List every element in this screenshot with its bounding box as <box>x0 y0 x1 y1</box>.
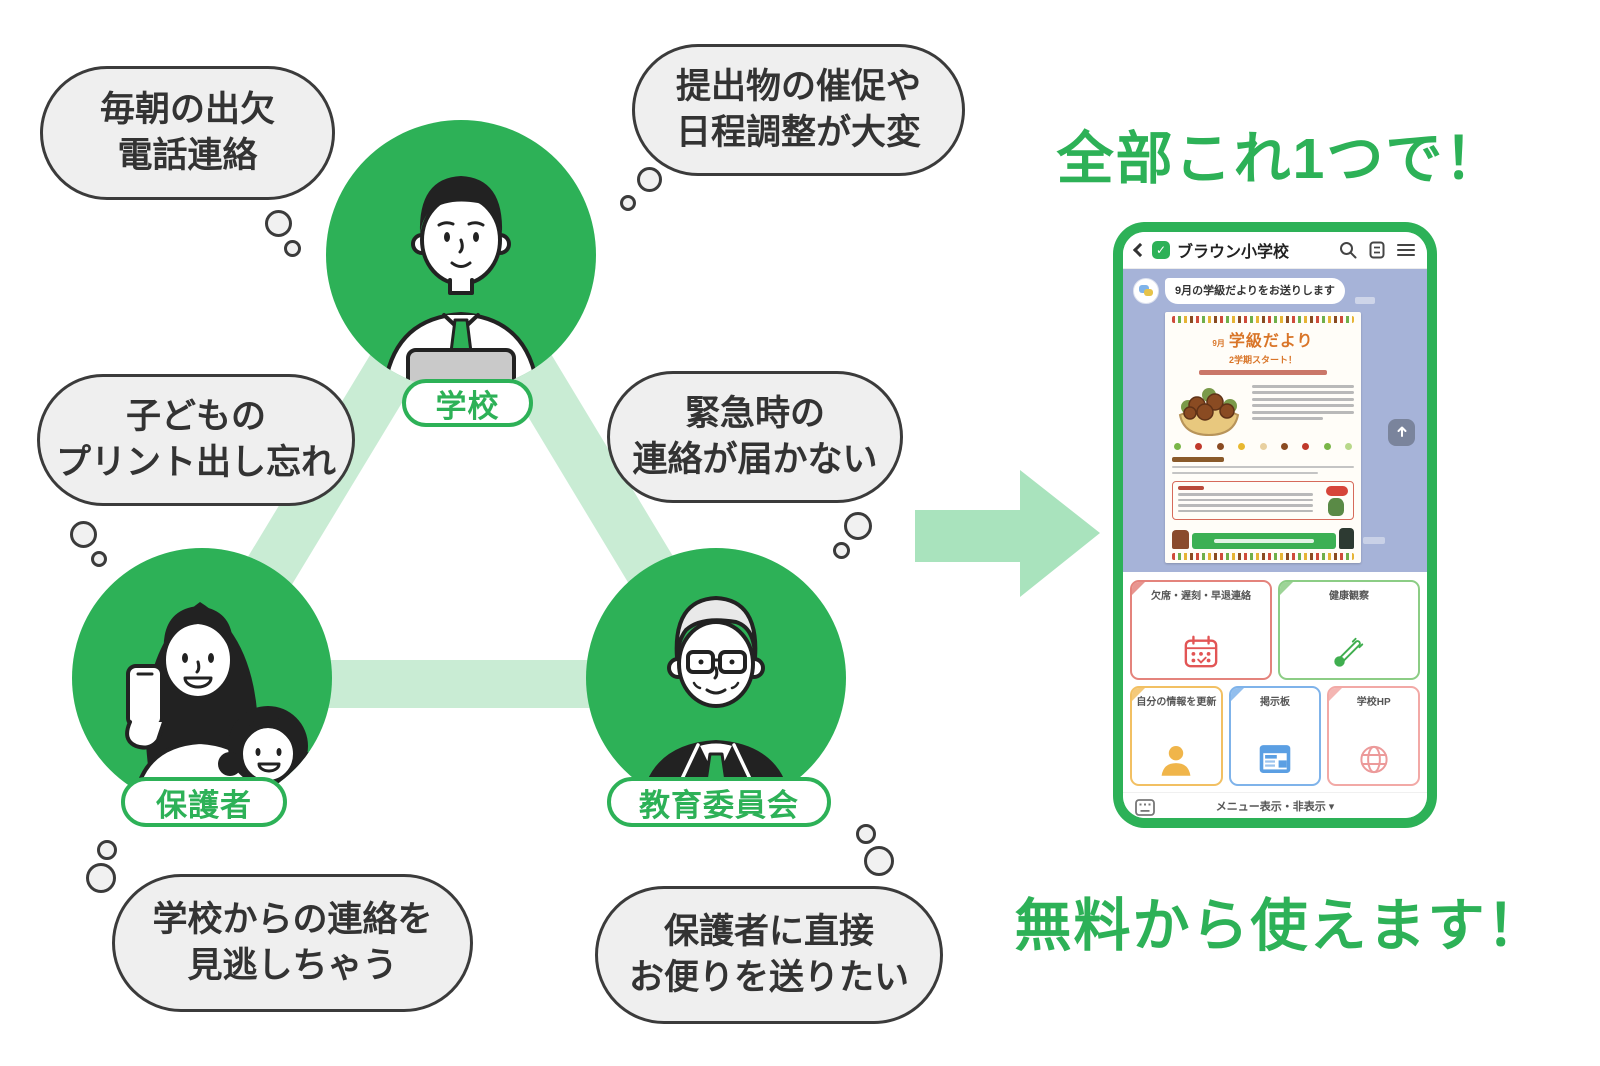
parent-illustration <box>125 602 318 808</box>
bubble-line: 子どもの <box>125 396 266 436</box>
bubble-line: 提出物の催促や <box>675 66 921 106</box>
newsletter-redline <box>1199 370 1327 376</box>
green-banner <box>1192 533 1336 550</box>
thought-dot <box>86 863 116 893</box>
menu-school-hp-label: 学校HP <box>1356 697 1391 709</box>
thought-dot <box>284 240 301 257</box>
person-icon <box>1161 746 1191 776</box>
label-school-text: 学校 <box>435 388 500 424</box>
boe-illustration <box>640 596 792 808</box>
newsletter-subtitle: 2学期スタート！ <box>1228 355 1297 366</box>
label-school: 学校 <box>402 379 533 427</box>
sender-avatar <box>1133 277 1159 304</box>
thermometer-icon <box>1334 637 1364 667</box>
deco-strip <box>1172 553 1354 561</box>
bubble-line: 保護者に直接 <box>663 911 874 951</box>
bubble-line: 学校からの連絡を <box>152 899 433 939</box>
thought-dot <box>844 512 872 540</box>
newsletter-text-line <box>1172 471 1318 475</box>
menu-update-info-button[interactable]: 自分の情報を更新 <box>1130 686 1223 787</box>
bubble-emergency: 緊急時の 連絡が届かない <box>607 371 903 503</box>
thought-dot <box>856 824 876 844</box>
label-parent: 保護者 <box>121 777 287 827</box>
label-boe-text: 教育委員会 <box>639 787 799 823</box>
menu-absence-label: 欠席・遅刻・早退連絡 <box>1151 591 1251 603</box>
mascot-left <box>1172 530 1189 550</box>
newsletter-section-head <box>1172 457 1224 463</box>
thought-dot <box>833 542 850 559</box>
newsletter-month: 9月 <box>1212 339 1225 349</box>
thought-dot <box>91 551 107 567</box>
deco-strip <box>1172 316 1354 324</box>
school-logo-icon <box>1139 284 1153 296</box>
emoji-row <box>1174 443 1352 451</box>
note-icon[interactable] <box>1369 241 1385 259</box>
headline-top: 全部これ1つで！ <box>1056 127 1504 191</box>
menu-toggle-bar: メニュー表示・非表示 ▾ <box>1123 792 1427 818</box>
menu-update-info-label: 自分の情報を更新 <box>1136 697 1217 709</box>
bubble-line: 日程調整が大変 <box>675 113 921 152</box>
chat-message: 9月の学級だよりをお送りします <box>1165 277 1345 305</box>
thought-dot <box>864 846 894 876</box>
bubble-direct-letter: 保護者に直接 お便りを送りたい <box>595 886 943 1024</box>
bubble-line: お便りを送りたい <box>628 958 909 997</box>
thought-dot <box>70 521 97 548</box>
newsletter-image[interactable]: 9月 学級だより 2学期スタート！ <box>1165 312 1361 564</box>
menu-icon[interactable] <box>1397 243 1415 257</box>
search-icon[interactable] <box>1339 241 1357 259</box>
bubble-missed-notice: 学校からの連絡を 見逃しちゃう <box>112 874 473 1012</box>
bubble-line: 緊急時の <box>684 393 825 433</box>
teacher-illustration <box>382 176 540 390</box>
bubble-line: 連絡が届かない <box>632 440 878 479</box>
notice-box <box>1172 481 1354 521</box>
thought-dot <box>97 840 117 860</box>
bubble-line: 毎朝の出欠 <box>99 89 275 129</box>
newsletter-text-lines <box>1252 381 1354 424</box>
label-parent-text: 保護者 <box>156 787 252 823</box>
bubble-submissions: 提出物の催促や 日程調整が大変 <box>632 44 965 176</box>
chestnut-basket-illustration <box>1178 388 1240 437</box>
menu-board-button[interactable]: 掲示板 <box>1228 686 1322 787</box>
calendar-icon <box>1184 635 1218 668</box>
headline-bottom: 無料から使えます！ <box>1014 894 1546 958</box>
thought-dot <box>620 195 636 211</box>
phone-mockup: ✓ ブラウン小学校 <box>1113 222 1437 828</box>
bulletin-board-icon <box>1259 745 1291 774</box>
notice-illustration <box>1318 486 1348 517</box>
timestamp <box>1363 536 1385 544</box>
bubble-line: プリント出し忘れ <box>55 443 336 482</box>
menu-health-button[interactable]: 健康観察 <box>1278 580 1420 681</box>
globe-icon <box>1360 746 1388 774</box>
chat-title: ブラウン小学校 <box>1177 243 1290 261</box>
menu-board-label: 掲示板 <box>1260 697 1290 709</box>
menu-health-label: 健康観察 <box>1329 591 1369 603</box>
bubble-line: 電話連絡 <box>117 136 258 175</box>
bubble-line: 見逃しちゃう <box>187 946 398 985</box>
share-icon[interactable] <box>1388 418 1415 446</box>
chat-area: 9月の学級だよりをお送りします 9月 学級だより 2学期スタート！ <box>1123 268 1427 573</box>
right-arrow-icon <box>915 470 1100 597</box>
chat-header: ✓ ブラウン小学校 <box>1123 232 1427 269</box>
bubble-morning-calls: 毎朝の出欠 電話連絡 <box>40 66 335 200</box>
menu-school-hp-button[interactable]: 学校HP <box>1327 686 1421 787</box>
mascot-right <box>1339 528 1354 550</box>
thought-dot <box>265 210 292 237</box>
thought-dot <box>637 167 662 192</box>
boe-avatar <box>586 548 846 808</box>
verified-badge-icon: ✓ <box>1152 240 1170 259</box>
back-icon[interactable] <box>1132 242 1148 258</box>
timestamp <box>1354 297 1375 305</box>
rich-menu: 欠席・遅刻・早退連絡 <box>1123 572 1427 793</box>
phone-screen: ✓ ブラウン小学校 <box>1123 232 1427 818</box>
newsletter-text-line <box>1172 465 1354 469</box>
newsletter-title: 学級だより <box>1228 333 1314 351</box>
bubble-forgot-print: 子どもの プリント出し忘れ <box>37 374 355 506</box>
label-boe: 教育委員会 <box>607 777 831 827</box>
school-avatar <box>326 120 596 390</box>
keyboard-icon[interactable] <box>1135 799 1155 817</box>
menu-absence-button[interactable]: 欠席・遅刻・早退連絡 <box>1130 580 1272 681</box>
parent-avatar <box>72 548 332 808</box>
menu-toggle-label[interactable]: メニュー表示・非表示 ▾ <box>1215 800 1335 813</box>
